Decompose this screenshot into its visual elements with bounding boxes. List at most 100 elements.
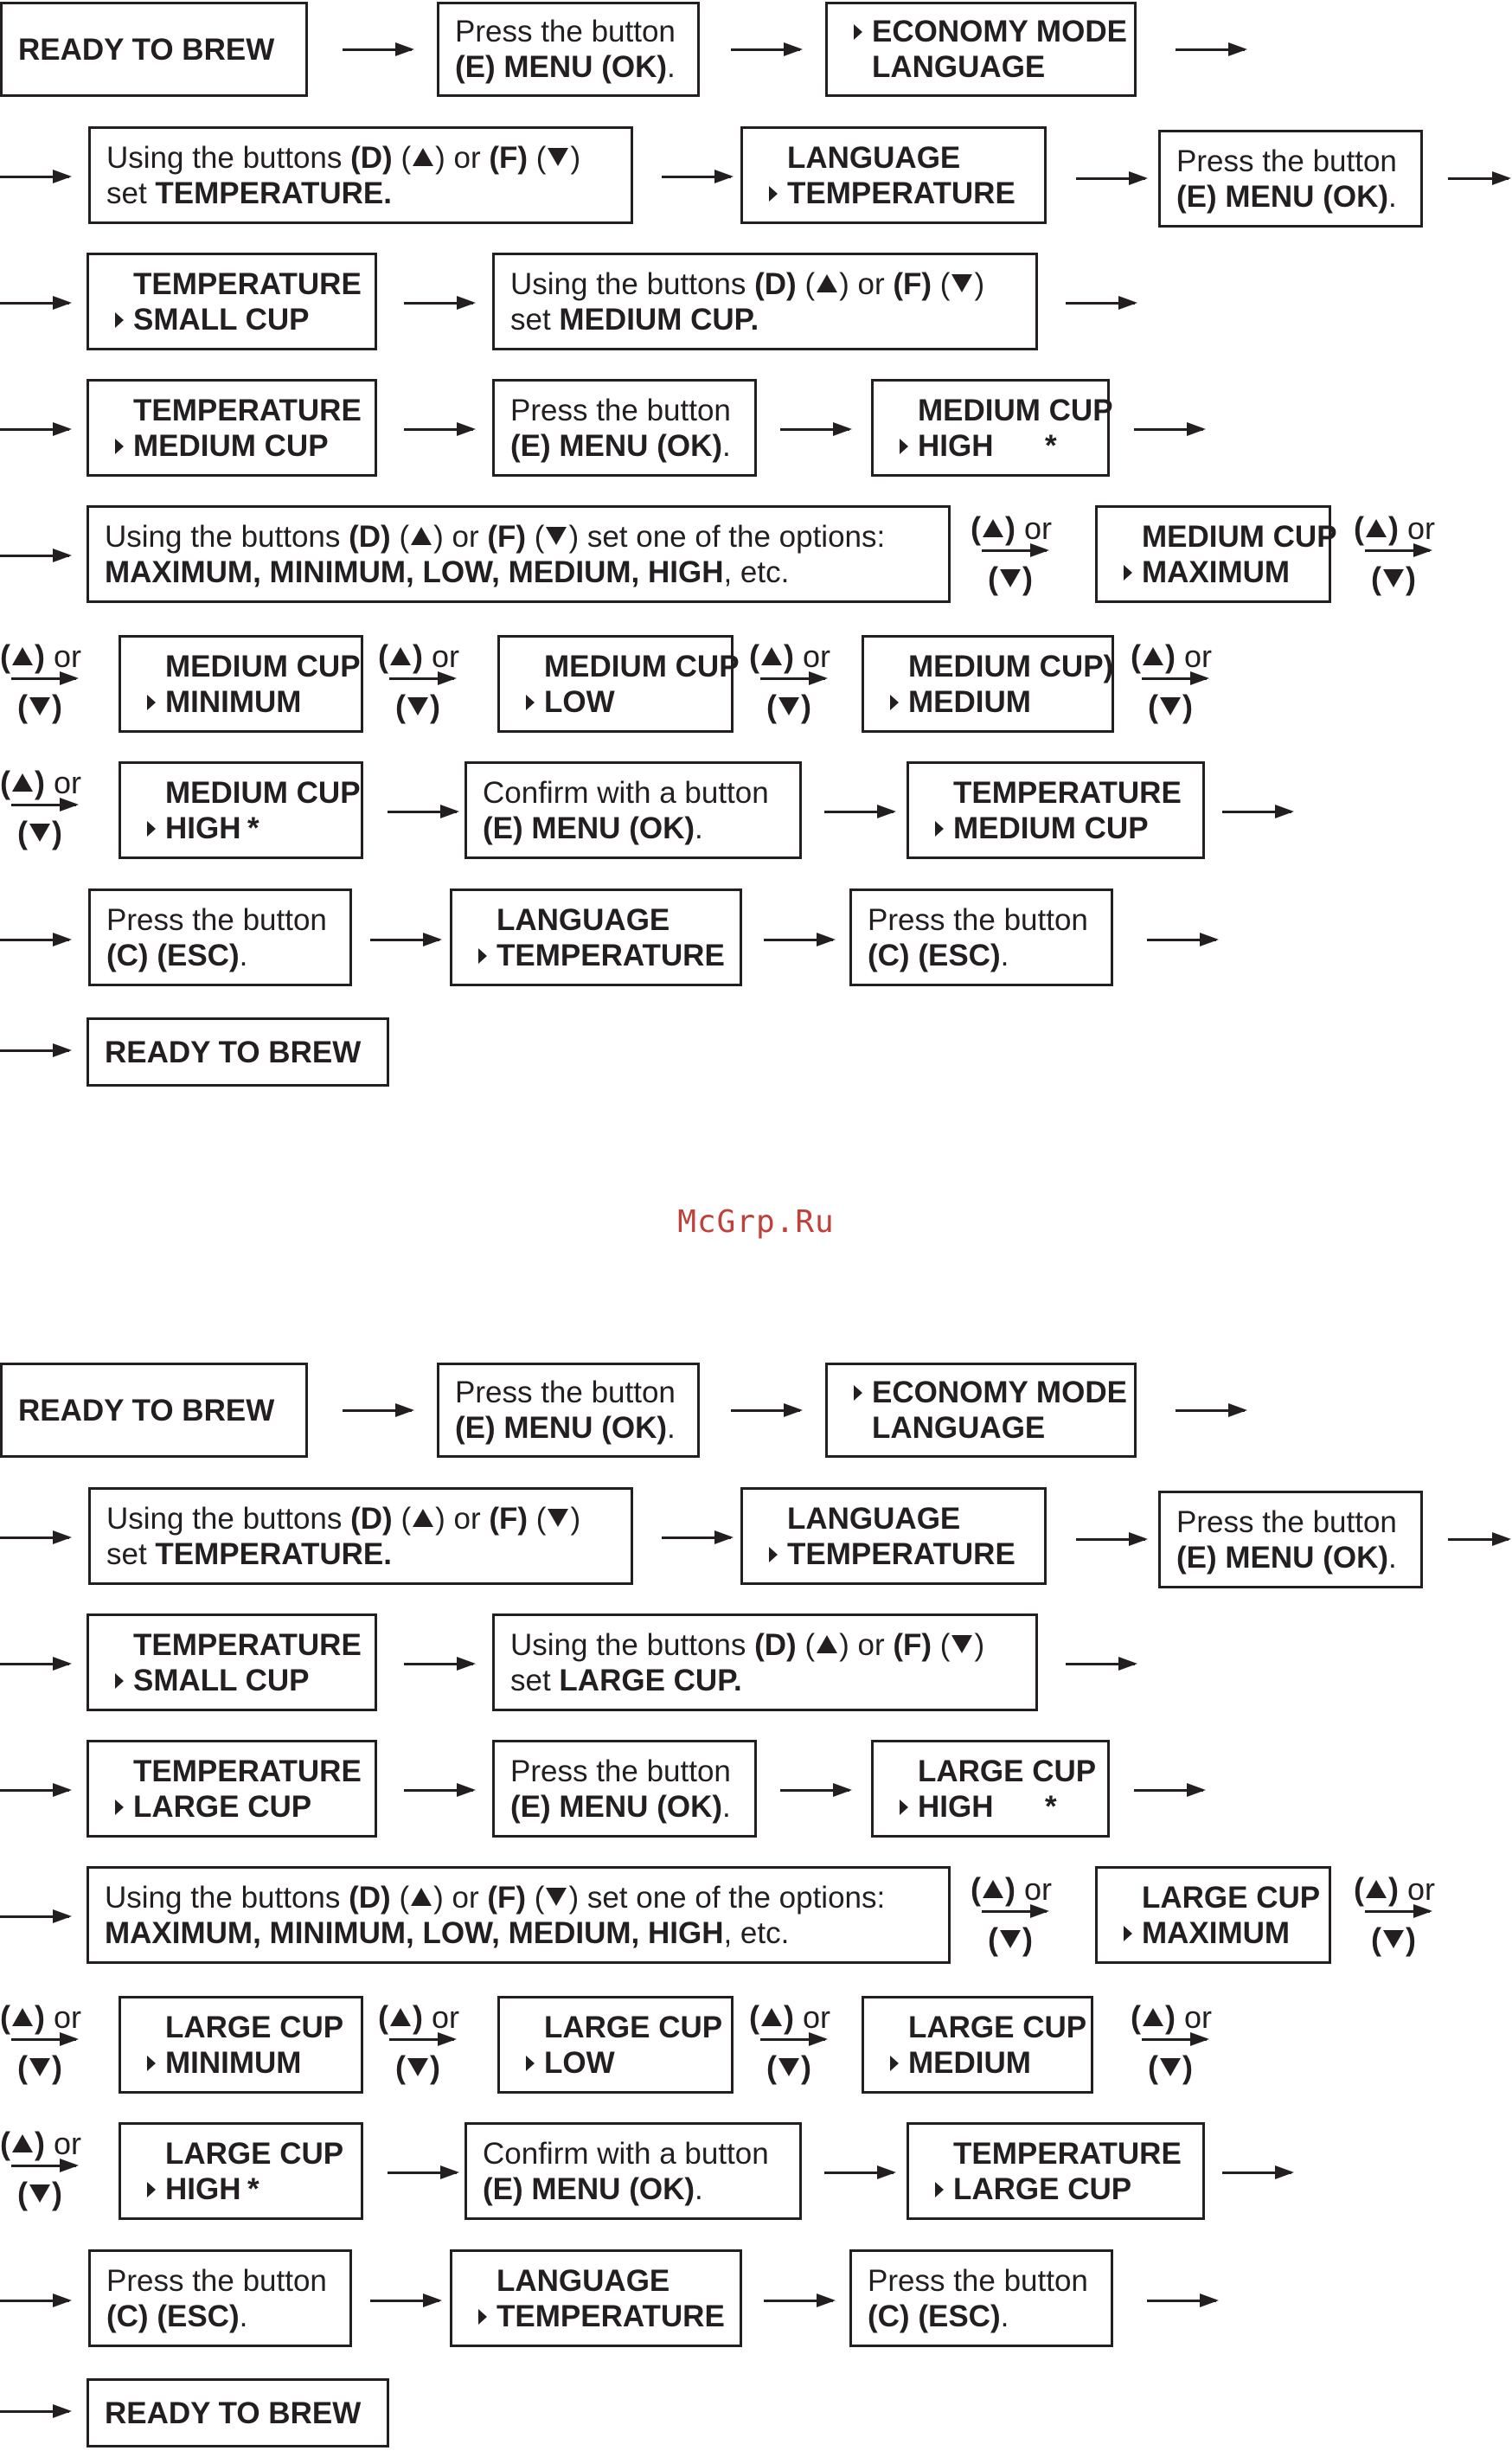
- flow-arrow-icon: [1142, 2032, 1209, 2046]
- display-language-temperature-line: LANGUAGE: [787, 1501, 961, 1536]
- flow-arrow-icon: [1222, 805, 1294, 818]
- press-menu-ok-box-line: (E) MENU (OK).: [1176, 1540, 1397, 1575]
- instruction-set-temperature-line: Using the buttons (D) () or (F) (): [106, 1501, 581, 1536]
- flow-arrow-icon: [0, 1657, 72, 1671]
- display-cup-high-line: LARGE CUP: [918, 1754, 1097, 1788]
- flow-arrow-icon: [1142, 671, 1209, 685]
- down-arrow-button-icon: [1160, 2058, 1181, 2076]
- down-arrow-button-icon: [548, 1508, 569, 1527]
- up-button-or-label: () or: [749, 1999, 831, 2035]
- down-arrow-button-icon: [546, 526, 567, 545]
- flow-arrow-icon: [370, 2293, 442, 2307]
- down-button-label: (): [17, 815, 62, 850]
- down-arrow-button-icon: [951, 1634, 973, 1653]
- down-arrow-button-icon: [1000, 1930, 1021, 1948]
- display-cup-high-line: MEDIUM CUP: [165, 775, 361, 810]
- flow-arrow-icon: [388, 2165, 459, 2179]
- ready-to-brew-box: READY TO BREW: [0, 1363, 308, 1458]
- press-esc-box-line: Press the button: [868, 2263, 1088, 2298]
- flow-arrow-icon: [1134, 1783, 1206, 1797]
- press-menu-ok-box: Press the button(E) MENU (OK).: [437, 2, 700, 97]
- confirm-menu-ok-box-line: (E) MENU (OK).: [483, 2172, 703, 2206]
- down-button-label: (): [17, 2176, 62, 2211]
- up-button-or-label: () or: [0, 2126, 82, 2161]
- flow-arrow-icon: [760, 671, 828, 685]
- display-cup-minimum-line: LARGE CUP: [165, 2010, 344, 2044]
- up-arrow-button-icon: [12, 647, 33, 665]
- up-arrow-button-icon: [411, 1887, 432, 1906]
- flow-arrow-icon: [662, 170, 734, 183]
- up-arrow-button-icon: [983, 519, 1003, 537]
- flow-arrow-icon: [1076, 171, 1148, 185]
- instruction-set-options-line: Using the buttons (D) () or (F) () set o…: [105, 1880, 886, 1915]
- selected-line-pointer: MEDIUM CUP: [925, 811, 1187, 846]
- flow-arrow-icon: [11, 2032, 79, 2046]
- instruction-set-options-line: MAXIMUM, MINIMUM, LOW, MEDIUM, HIGH, etc…: [105, 555, 790, 589]
- selected-line-pointer: ECONOMY MODE: [843, 14, 1127, 49]
- press-esc-box-line: Press the button: [868, 902, 1088, 937]
- flow-arrow-icon: [982, 543, 1049, 557]
- down-arrow-button-icon: [29, 824, 50, 842]
- down-arrow-button-icon: [778, 697, 799, 715]
- flow-arrow-icon: [1076, 1532, 1148, 1546]
- press-menu-ok-box-line: Press the button: [455, 15, 676, 48]
- up-or-down-selector: () or(): [971, 510, 1066, 597]
- instruction-set-cup-line: set LARGE CUP.: [510, 1663, 742, 1697]
- down-button-label: (): [766, 2050, 811, 2085]
- down-arrow-button-icon: [29, 2058, 50, 2076]
- press-esc-box: Press the button(C) (ESC).: [849, 2249, 1113, 2347]
- display-language-temperature-line: LANGUAGE: [497, 902, 670, 937]
- flow-arrow-icon: [662, 1530, 734, 1544]
- flow-arrow-icon: [1176, 1403, 1247, 1417]
- instruction-set-options: Using the buttons (D) () or (F) () set o…: [86, 1866, 951, 1964]
- press-menu-ok-box: Press the button(E) MENU (OK).: [437, 1363, 700, 1458]
- up-arrow-button-icon: [761, 2008, 782, 2026]
- instruction-set-cup: Using the buttons (D) () or (F) ()set ME…: [492, 253, 1038, 350]
- flow-arrow-icon: [1365, 543, 1432, 557]
- flow-arrow-icon: [824, 2165, 896, 2179]
- press-esc-box: Press the button(C) (ESC).: [88, 888, 352, 986]
- flow-arrow-icon: [1066, 1657, 1137, 1671]
- or-label: or: [1176, 638, 1213, 674]
- press-esc-box: Press the button(C) (ESC).: [88, 2249, 352, 2347]
- press-menu-ok-box-line: Press the button: [1176, 144, 1397, 178]
- up-arrow-button-icon: [1143, 2008, 1163, 2026]
- press-menu-ok-box: Press the button(E) MENU (OK).: [1158, 130, 1423, 228]
- up-button-or-label: () or: [971, 510, 1053, 546]
- press-menu-ok-box-line: (E) MENU (OK).: [455, 1411, 676, 1445]
- press-menu-ok-box-line: Press the button: [510, 393, 731, 427]
- flow-arrow-icon: [404, 1657, 476, 1671]
- down-button-label: (): [17, 2050, 62, 2085]
- up-or-down-selector: () or (): [0, 2126, 95, 2212]
- flow-arrow-icon: [982, 1904, 1049, 1918]
- instruction-set-cup-line: Using the buttons (D) () or (F) (): [510, 1627, 985, 1662]
- instruction-set-temperature: Using the buttons (D) () or (F) ()set TE…: [88, 1487, 633, 1585]
- up-or-down-selector: () or(): [1131, 638, 1226, 725]
- up-button-or-label: () or: [1131, 1999, 1213, 2035]
- up-button-or-label: () or: [0, 765, 82, 800]
- flow-arrow-icon: [0, 2293, 72, 2307]
- flow-arrow-icon: [731, 1403, 803, 1417]
- display-temperature-small-cup-line: TEMPERATURE: [133, 1627, 362, 1662]
- selected-line-pointer: LOW: [516, 2045, 715, 2081]
- selected-line-pointer: SMALL CUP: [105, 1663, 359, 1698]
- up-arrow-button-icon: [817, 273, 838, 292]
- display-cup-medium: MEDIUM CUP)MEDIUM: [862, 635, 1114, 733]
- or-label: or: [45, 2126, 82, 2161]
- instruction-set-temperature: Using the buttons (D) () or (F) ()set TE…: [88, 126, 633, 224]
- flow-arrow-icon: [1176, 42, 1247, 56]
- up-or-down-selector: () or(): [971, 1871, 1066, 1958]
- flow-arrow-icon: [1222, 2165, 1294, 2179]
- flow-arrow-icon: [404, 1783, 476, 1797]
